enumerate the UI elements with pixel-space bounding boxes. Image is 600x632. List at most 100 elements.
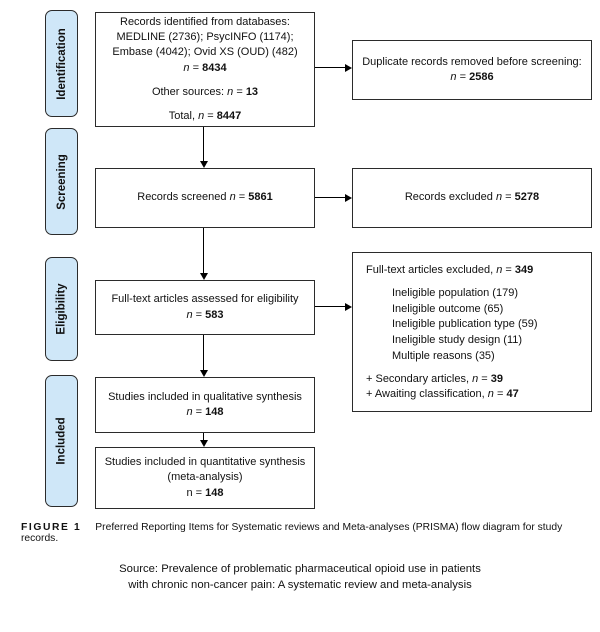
exclusion-reason-item: Ineligible outcome (65) [366, 302, 503, 318]
qualitative-text: Studies included in qualitative synthesi… [108, 390, 302, 403]
reason-publication-type: Ineligible publication type (59) [392, 318, 538, 331]
figure-caption-text: Preferred Reporting Items for Systematic… [21, 522, 563, 544]
secondary-articles-line: + Secondary articles, n = 39 [366, 372, 503, 388]
equals: = [233, 85, 246, 98]
duplicates-count: n = 2586 [450, 70, 493, 85]
records-identified-count: n = 8434 [183, 61, 226, 76]
arrow-identified-to-duplicates [315, 67, 346, 68]
source-line2: with chronic non-cancer pain: A systemat… [128, 578, 472, 591]
records-identified-line1: Records identified from databases: [120, 15, 290, 30]
stage-screening: Screening [45, 128, 78, 235]
duplicates-text: Duplicate records removed before screeni… [362, 55, 582, 68]
exclusion-reason-item: Ineligible population (179) [366, 286, 518, 302]
quantitative-line2: (meta-analysis) [167, 470, 242, 485]
arrowhead-right-icon [345, 194, 352, 202]
awaiting-classification-text: + Awaiting classification, [366, 388, 488, 401]
qualitative-line1: Studies included in qualitative synthesi… [108, 390, 302, 405]
arrow-screened-to-excluded [315, 197, 346, 198]
fulltext-assessed-line1: Full-text articles assessed for eligibil… [111, 292, 298, 307]
n-symbol: n [186, 406, 193, 418]
equals: = [502, 264, 515, 276]
fulltext-assessed-n: 583 [205, 308, 224, 321]
equals: = [204, 109, 217, 122]
records-identified-text: Records identified from databases: [120, 15, 290, 28]
quantitative-n: 148 [205, 486, 224, 499]
quantitative-line1: Studies included in quantitative synthes… [105, 455, 306, 470]
reason-outcome: Ineligible outcome (65) [392, 302, 504, 315]
records-identified-n: 8434 [202, 61, 227, 74]
secondary-articles-text: + Secondary articles, [366, 372, 473, 385]
records-screened-n: 5861 [248, 191, 273, 204]
figure-caption-label: FIGURE 1 [21, 522, 82, 533]
equals: = [478, 372, 491, 385]
equals: = [502, 191, 515, 204]
qualitative-n: 148 [205, 406, 224, 418]
stage-included-label: Included [55, 417, 68, 465]
n-symbol: n [450, 71, 457, 83]
total-text: Total, [168, 109, 199, 122]
records-identified-line2: MEDLINE (2736); PsycINFO (1174); [116, 30, 293, 45]
fulltext-excluded-header: Full-text articles excluded, n = 349 [366, 263, 533, 279]
total-line: Total, n = 8447 [169, 109, 242, 124]
qualitative-count: n = 148 [186, 405, 223, 420]
arrow-identified-to-screened [203, 127, 204, 162]
records-identified-databases1: MEDLINE (2736); PsycINFO (1174); [116, 31, 294, 44]
source-attribution: Source: Prevalence of problematic pharma… [0, 562, 600, 594]
arrowhead-down-icon [199, 161, 208, 168]
n-symbol: n [229, 191, 236, 204]
duplicates-n: 2586 [469, 71, 494, 83]
records-excluded-text: Records excluded [404, 191, 496, 204]
box-records-screened: Records screened n = 5861 [95, 168, 315, 228]
equals: = [192, 308, 206, 321]
arrowhead-down-icon [199, 273, 208, 280]
stage-identification: Identification [45, 10, 78, 117]
equals: = [235, 191, 249, 204]
records-identified-line3: Embase (4042); Ovid XS (OUD) (482) [112, 45, 297, 60]
n-symbol: n [495, 191, 503, 204]
records-identified-databases2: Embase (4042); Ovid XS (OUD) (482) [112, 46, 298, 59]
fulltext-assessed-text: Full-text articles assessed for eligibil… [111, 293, 299, 306]
equals: = [493, 388, 507, 401]
arrowhead-right-icon [345, 303, 352, 311]
exclusion-reason-item: Ineligible publication type (59) [366, 317, 538, 333]
awaiting-classification-line: + Awaiting classification, n = 47 [366, 387, 519, 403]
equals: = [189, 61, 203, 74]
stage-included: Included [45, 375, 78, 507]
other-sources-line: Other sources: n = 13 [152, 85, 258, 100]
secondary-articles-n: 39 [490, 372, 504, 385]
reason-multiple: Multiple reasons (35) [392, 349, 495, 362]
exclusion-reason-item: Ineligible study design (11) [366, 333, 522, 349]
records-excluded-n: 5278 [514, 191, 540, 204]
reason-study-design: Ineligible study design (11) [392, 334, 523, 346]
arrowhead-down-icon [199, 370, 208, 377]
box-quantitative-synthesis: Studies included in quantitative synthes… [95, 447, 315, 509]
equals: = [192, 406, 206, 418]
other-sources-n: 13 [245, 85, 259, 98]
box-duplicates-removed: Duplicate records removed before screeni… [352, 40, 592, 100]
exclusion-reason-item: Multiple reasons (35) [366, 349, 495, 365]
fulltext-assessed-count: n = 583 [186, 308, 223, 323]
source-line1: Source: Prevalence of problematic pharma… [119, 563, 481, 575]
total-n: 8447 [216, 109, 242, 122]
reason-population: Ineligible population (179) [392, 287, 518, 300]
awaiting-classification-n: 47 [506, 388, 519, 401]
box-qualitative-synthesis: Studies included in qualitative synthesi… [95, 377, 315, 433]
fulltext-excluded-text: Full-text articles excluded, [366, 264, 497, 276]
other-sources-text: Other sources: [151, 85, 228, 98]
records-screened-text: Records screened [137, 191, 230, 204]
arrow-fulltext-to-ftexcluded [315, 306, 346, 307]
arrowhead-down-icon [199, 440, 208, 447]
arrow-screened-to-fulltext [203, 228, 204, 274]
box-fulltext-excluded: Full-text articles excluded, n = 349 Ine… [352, 252, 592, 412]
duplicates-line1: Duplicate records removed before screeni… [362, 55, 582, 70]
box-fulltext-assessed: Full-text articles assessed for eligibil… [95, 280, 315, 335]
stage-screening-label: Screening [55, 153, 68, 210]
arrowhead-right-icon [345, 64, 352, 72]
arrow-qualitative-to-quantitative [203, 433, 204, 441]
records-screened-line: Records screened n = 5861 [137, 190, 272, 205]
box-records-excluded: Records excluded n = 5278 [352, 168, 592, 228]
stage-identification-label: Identification [55, 27, 68, 100]
quantitative-count: n = 148 [186, 486, 223, 501]
